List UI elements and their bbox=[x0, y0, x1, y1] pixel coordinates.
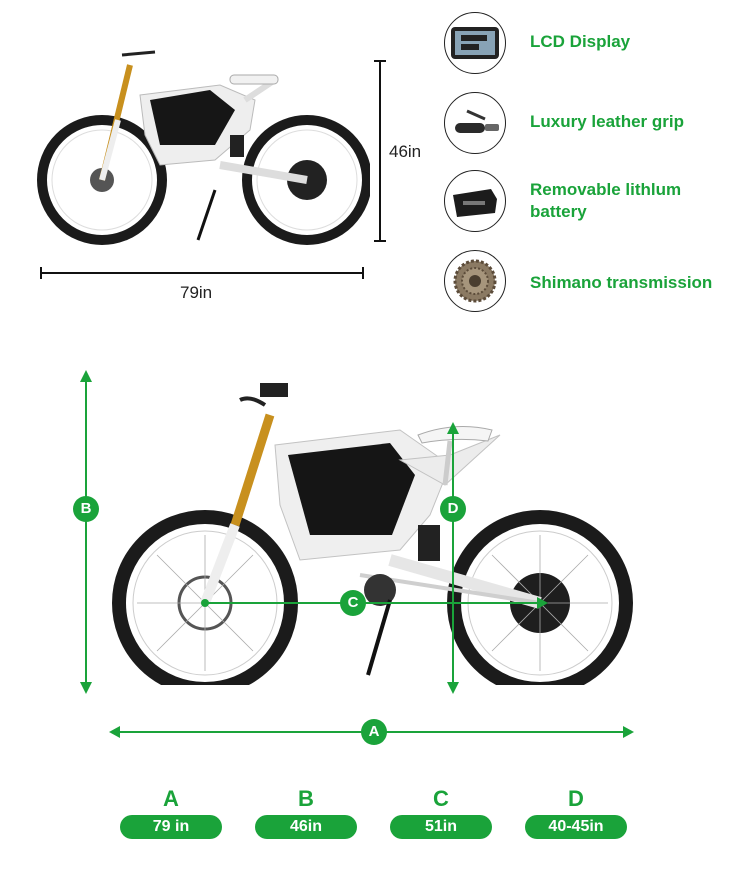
top-width-label: 79in bbox=[180, 283, 213, 302]
top-bike-image bbox=[37, 50, 370, 245]
marker-c: C bbox=[340, 590, 366, 616]
cassette-gear-icon bbox=[444, 250, 506, 312]
leather-grip-icon bbox=[444, 92, 506, 154]
spec-value-c: 51in bbox=[390, 815, 492, 839]
marker-d: D bbox=[440, 496, 466, 522]
spec-letter-d: D bbox=[568, 786, 584, 811]
spec-letter-b: B bbox=[298, 786, 314, 811]
feature-label-transmission: Shimano transmission bbox=[530, 273, 713, 292]
spec-value-b: 46in bbox=[255, 815, 357, 839]
diagram-dimension-lines bbox=[80, 370, 634, 738]
marker-b: B bbox=[73, 496, 99, 522]
spec-letter-a: A bbox=[163, 786, 179, 811]
battery-icon bbox=[444, 170, 506, 232]
feature-label-grip: Luxury leather grip bbox=[530, 112, 684, 131]
spec-letter-c: C bbox=[433, 786, 449, 811]
top-width-dimension-line bbox=[40, 267, 364, 279]
top-height-dimension-line bbox=[374, 60, 386, 242]
feature-label-battery: Removable lithlum battery bbox=[530, 180, 682, 221]
lcd-display-icon bbox=[444, 12, 506, 74]
feature-label-lcd: LCD Display bbox=[530, 32, 631, 51]
spec-value-a: 79 in bbox=[120, 815, 222, 839]
marker-a: A bbox=[361, 719, 387, 745]
top-height-label: 46in bbox=[389, 142, 422, 161]
spec-value-d: 40-45in bbox=[525, 815, 627, 839]
main-bike-image bbox=[112, 383, 633, 685]
